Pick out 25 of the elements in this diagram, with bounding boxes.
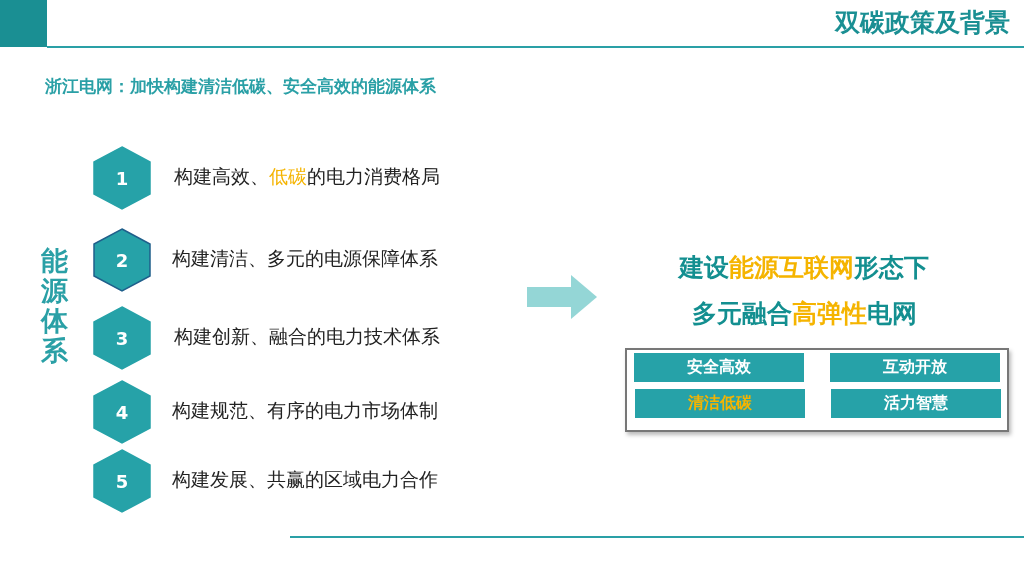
- step-text: 构建高效、低碳的电力消费格局: [174, 164, 440, 189]
- feature-tile: 互动开放: [830, 353, 1000, 382]
- slide-title: 双碳政策及背景: [835, 7, 1010, 39]
- feature-tile: 清洁低碳: [635, 389, 805, 418]
- step-number: 5: [114, 469, 130, 494]
- panel-heading: 多元融合高弹性电网: [690, 298, 918, 330]
- step-hexagon: [93, 228, 151, 292]
- step-text: 构建清洁、多元的电源保障体系: [172, 246, 438, 271]
- feature-tile: 活力智慧: [831, 389, 1001, 418]
- step-hexagon: [93, 306, 151, 370]
- block-arrow: [527, 275, 597, 319]
- subtitle: 浙江电网：加快构建清洁低碳、安全高效的能源体系: [45, 75, 436, 98]
- step-hexagon: [93, 146, 151, 210]
- step-hexagon: [93, 380, 151, 444]
- step-text: 构建创新、融合的电力技术体系: [174, 324, 440, 349]
- vertical-label: 能源体系: [39, 246, 69, 366]
- step-number: 1: [114, 166, 130, 191]
- step-number: 3: [114, 326, 130, 351]
- step-number: 2: [114, 248, 130, 273]
- feature-tile: 安全高效: [634, 353, 804, 382]
- step-number: 4: [114, 400, 130, 425]
- panel-heading: 建设能源互联网形态下: [677, 252, 930, 284]
- step-text: 构建规范、有序的电力市场体制: [172, 398, 438, 423]
- step-text: 构建发展、共赢的区域电力合作: [172, 467, 438, 492]
- step-hexagon: [93, 449, 151, 513]
